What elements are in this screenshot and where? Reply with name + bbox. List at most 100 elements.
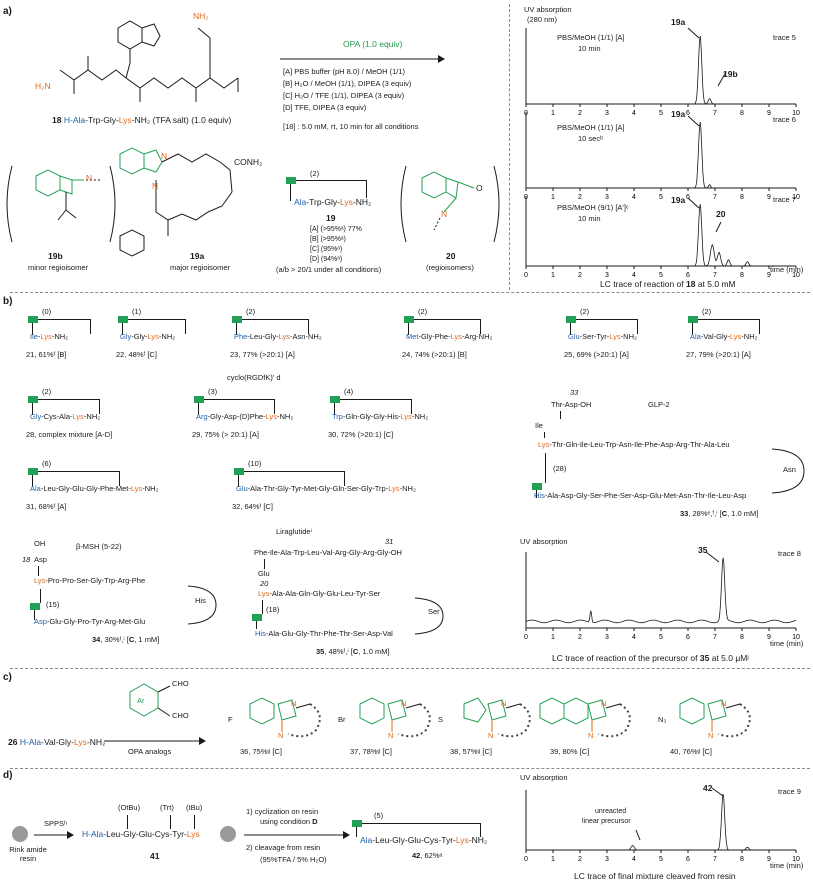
conh2-19a: CONH₂ bbox=[234, 157, 263, 167]
yield-label: 31, 68%ᶠ [A] bbox=[26, 502, 67, 511]
x-tick-label: 3 bbox=[605, 856, 609, 863]
ring-close-19 bbox=[366, 180, 367, 198]
isoindole-tag bbox=[234, 468, 244, 475]
reaction-arrow-a bbox=[280, 55, 445, 63]
structure-19a bbox=[119, 147, 233, 257]
reactant-26: 26 H-Ala-Val-Gly-Lys-NH₂ bbox=[8, 737, 106, 747]
atom-n-imine: N bbox=[588, 731, 594, 740]
ring-size: (2) bbox=[418, 307, 428, 316]
lira-label: 35, 48%ᶠ,ⁱ [C, 1.0 mM] bbox=[316, 647, 390, 656]
step1-label: 1) cyclization on resin bbox=[246, 807, 319, 816]
axis bbox=[525, 790, 796, 851]
trace7-peak-20: 20 bbox=[716, 209, 726, 219]
trace-5-line bbox=[526, 35, 796, 105]
rink-resin-label: Rink amide resin bbox=[9, 845, 47, 863]
protect-otbu: (OtBu) bbox=[118, 803, 141, 812]
sequence: Met-Gly-Phe-Lys-Arg-NH₂ bbox=[406, 332, 493, 341]
chrom-b-xlabel: time (min) bbox=[770, 639, 804, 648]
x-tick-label: 2 bbox=[578, 272, 582, 279]
substituent-label: Br bbox=[338, 715, 346, 724]
trace-8-line bbox=[525, 557, 797, 624]
isoindole-structure bbox=[359, 697, 431, 738]
glp2-thr: Thr-Asp-OH bbox=[551, 400, 592, 409]
atom-n-imine: N bbox=[708, 731, 714, 740]
isoindole-tag-42 bbox=[352, 820, 362, 827]
lira-loop bbox=[414, 597, 444, 635]
opa-analogs-label: OPA analogs bbox=[128, 747, 172, 756]
chrom-b-trace: trace 8 bbox=[778, 549, 801, 558]
substituent-label: N₃ bbox=[658, 715, 667, 724]
ring-close bbox=[184, 319, 186, 334]
x-tick-label: 4 bbox=[632, 194, 636, 201]
rgd-title: cyclo(RGDfK)' d bbox=[227, 373, 281, 382]
ring-line-19 bbox=[296, 180, 366, 181]
chrom-d-annot-1: unreacted bbox=[595, 808, 627, 815]
atom-n: N bbox=[601, 699, 607, 708]
glp2-ring-line bbox=[545, 453, 546, 483]
chrom-d-trace: trace 9 bbox=[778, 787, 801, 796]
bmsh-ring-line bbox=[40, 589, 41, 603]
x-tick-label: 7 bbox=[713, 110, 717, 117]
yield-19-C: [C] (95%ᵃ) bbox=[310, 246, 343, 253]
x-tick-label: 7 bbox=[713, 194, 717, 201]
yield-label: 29, 75% (> 20:1) [A] bbox=[192, 430, 259, 439]
x-tick-label: 6 bbox=[686, 194, 690, 201]
sequence: Phe-Leu-Gly-Lys-Asn-NH₂ bbox=[234, 332, 322, 341]
ring-close bbox=[118, 471, 120, 486]
chrom-a-ylabel-1: UV absorption bbox=[524, 5, 572, 14]
tag-stem bbox=[334, 403, 335, 415]
atom-n-imine: N bbox=[278, 731, 284, 740]
separator-cd bbox=[10, 768, 810, 769]
ring-line bbox=[38, 399, 100, 400]
tag-stem bbox=[32, 403, 33, 415]
x-tick-label: 7 bbox=[713, 272, 717, 279]
yield-label: 23, 77% (>20:1) [A] bbox=[230, 350, 295, 359]
tag-stem bbox=[122, 323, 123, 335]
ring-line bbox=[576, 319, 638, 320]
tag-stem-19 bbox=[290, 184, 291, 201]
label-19a-sub: major regioisomer bbox=[170, 263, 231, 272]
label-19: 19 bbox=[326, 213, 336, 223]
sequence: Ile-Lys-NH₂ bbox=[30, 332, 69, 341]
resin-bead-41 bbox=[220, 826, 236, 842]
yield-19-A: [A] (>95%ᵃ) 77% bbox=[310, 226, 362, 233]
x-tick-label: 2 bbox=[578, 194, 582, 201]
isoindole-tag bbox=[194, 396, 204, 403]
isoindole-tag bbox=[28, 396, 38, 403]
x-tick-label: 4 bbox=[632, 272, 636, 279]
trace-6-line bbox=[526, 121, 796, 189]
tag-stem-42 bbox=[356, 827, 357, 837]
panel-label-a: a) bbox=[3, 6, 12, 17]
tag-stem bbox=[570, 323, 571, 335]
x-tick-label: 8 bbox=[740, 272, 744, 279]
protect-bond-2 bbox=[170, 815, 171, 829]
panel-label-b: b) bbox=[3, 296, 13, 307]
x-tick-label: 5 bbox=[659, 634, 663, 641]
sequence: Ala-Val-Gly-Lys-NH₂ bbox=[690, 332, 758, 341]
condition-B: [B] H₂O / MeOH (1/1), DIPEA (3 equiv) bbox=[283, 79, 412, 88]
reagent-opa: OPA (1.0 equiv) bbox=[343, 39, 403, 49]
opa-analog-structure bbox=[129, 683, 171, 717]
bmsh-tag-stem bbox=[34, 610, 35, 620]
ring-close bbox=[637, 319, 639, 334]
x-tick-label: 9 bbox=[767, 272, 771, 279]
x-tick-label: 1 bbox=[551, 856, 555, 863]
x-tick-label: 3 bbox=[605, 272, 609, 279]
glp2-bottom: His-Ala-Asp-Gly-Ser-Phe-Ser-Asp-Glu-Met-… bbox=[534, 491, 747, 500]
isoindole-tag bbox=[404, 316, 414, 323]
glp2-num: 33 bbox=[570, 388, 579, 397]
x-tick-label: 4 bbox=[632, 634, 636, 641]
x-tick-label: 0 bbox=[524, 856, 528, 863]
x-tick-label: 1 bbox=[551, 634, 555, 641]
atom-n-imine: N bbox=[488, 731, 494, 740]
x-tick-label: 4 bbox=[632, 856, 636, 863]
chrom-d-annot-2: linear precursor bbox=[582, 818, 631, 825]
product-label: 37, 78%ᵍ [C] bbox=[350, 747, 393, 756]
ring-line bbox=[242, 319, 309, 320]
condition-A: [A] PBS buffer (pH 8.0) / MeOH (1/1) bbox=[283, 67, 405, 76]
bmsh-his: His bbox=[195, 596, 206, 605]
atom-n-19a: N bbox=[152, 181, 159, 191]
peak-arrow bbox=[717, 71, 727, 87]
peak-arrow bbox=[635, 829, 641, 841]
